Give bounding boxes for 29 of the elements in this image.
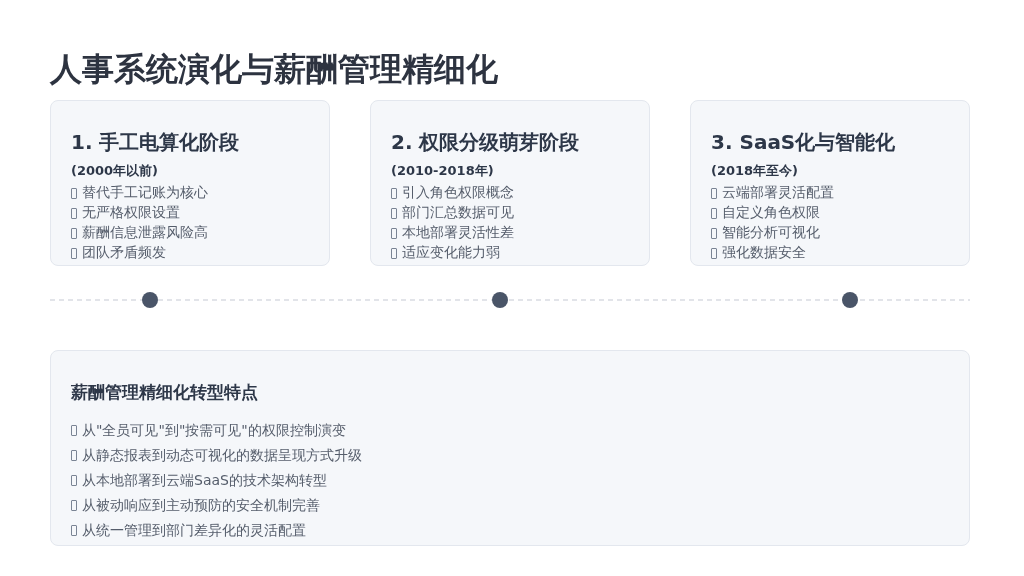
card-heading: 1. 手工电算化阶段 [71, 129, 241, 156]
title: 人事系统演化与薪酬管理精细化 [50, 49, 498, 90]
bullet-text: 部门汇总数据可见 [402, 204, 514, 222]
bullet-text: 强化数据安全 [722, 244, 806, 262]
period-label: (2000年以前) [71, 162, 160, 180]
stage-card [370, 100, 650, 266]
stage-card [50, 100, 330, 266]
bullet-text: 引入角色权限概念 [402, 184, 514, 202]
bullet-text: 云端部署灵活配置 [722, 184, 834, 202]
bullet-text: 从统一管理到部门差异化的灵活配置 [82, 521, 306, 540]
bullet-text: 智能分析可视化 [722, 224, 820, 242]
bullet-text: 本地部署灵活性差 [402, 224, 514, 242]
period-label: (2010-2018年) [391, 162, 495, 180]
summary-card [50, 350, 970, 546]
bullet-text: 从"全员可见"到"按需可见"的权限控制演变 [82, 421, 346, 440]
bullet-text: 从本地部署到云端SaaS的技术架构转型 [82, 471, 327, 490]
bullet-text: 团队矛盾频发 [82, 244, 166, 262]
card-heading: 2. 权限分级萌芽阶段 [391, 129, 581, 156]
bullet-text: 替代手工记账为核心 [82, 184, 208, 202]
bullet-text: 薪酬信息泄露风险高 [82, 224, 208, 242]
bullet-text: 从静态报表到动态可视化的数据呈现方式升级 [82, 446, 362, 465]
card-heading: 3. SaaS化与智能化 [711, 129, 897, 156]
bullet-text: 自定义角色权限 [722, 204, 820, 222]
bullet-text: 无严格权限设置 [82, 204, 180, 222]
bullet-text: 适应变化能力弱 [402, 244, 500, 262]
card-heading: 薪酬管理精细化转型特点 [71, 381, 259, 404]
period-label: (2018年至今) [711, 162, 800, 180]
bullet-text: 从被动响应到主动预防的安全机制完善 [82, 496, 320, 515]
stage-card [690, 100, 970, 266]
